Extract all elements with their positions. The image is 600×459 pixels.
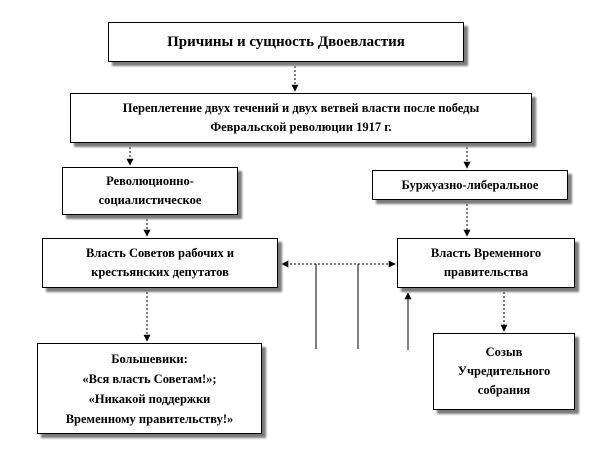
intertwine-box: Переплетение двух течений и двух ветвей … [70, 93, 532, 143]
bourgeois-box: Буржуазно-либеральное [372, 170, 568, 200]
soviets-text: Власть Советов рабочих и крестьянских де… [85, 246, 235, 279]
revolutionary-box: Революционно- социалистическое [62, 167, 238, 215]
convocation-text: Созыв Учредительного собрания [457, 345, 551, 397]
title-text: Причины и сущность Двоевластия [167, 33, 405, 50]
intertwine-text: Переплетение двух течений и двух ветвей … [122, 101, 480, 134]
soviets-box: Власть Советов рабочих и крестьянских де… [42, 238, 278, 288]
provisional-government-box: Власть Временного правительства [397, 238, 575, 288]
revolutionary-text: Революционно- социалистическое [98, 174, 202, 207]
title-box: Причины и сущность Двоевластия [108, 22, 464, 62]
convocation-box: Созыв Учредительного собрания [433, 333, 575, 410]
bolsheviks-text: Большевики: «Вся власть Советам!»; «Ника… [65, 351, 234, 426]
provisional-government-text: Власть Временного правительства [430, 246, 542, 279]
bolsheviks-box: Большевики: «Вся власть Советам!»; «Ника… [37, 343, 262, 434]
bourgeois-text: Буржуазно-либеральное [401, 177, 539, 192]
